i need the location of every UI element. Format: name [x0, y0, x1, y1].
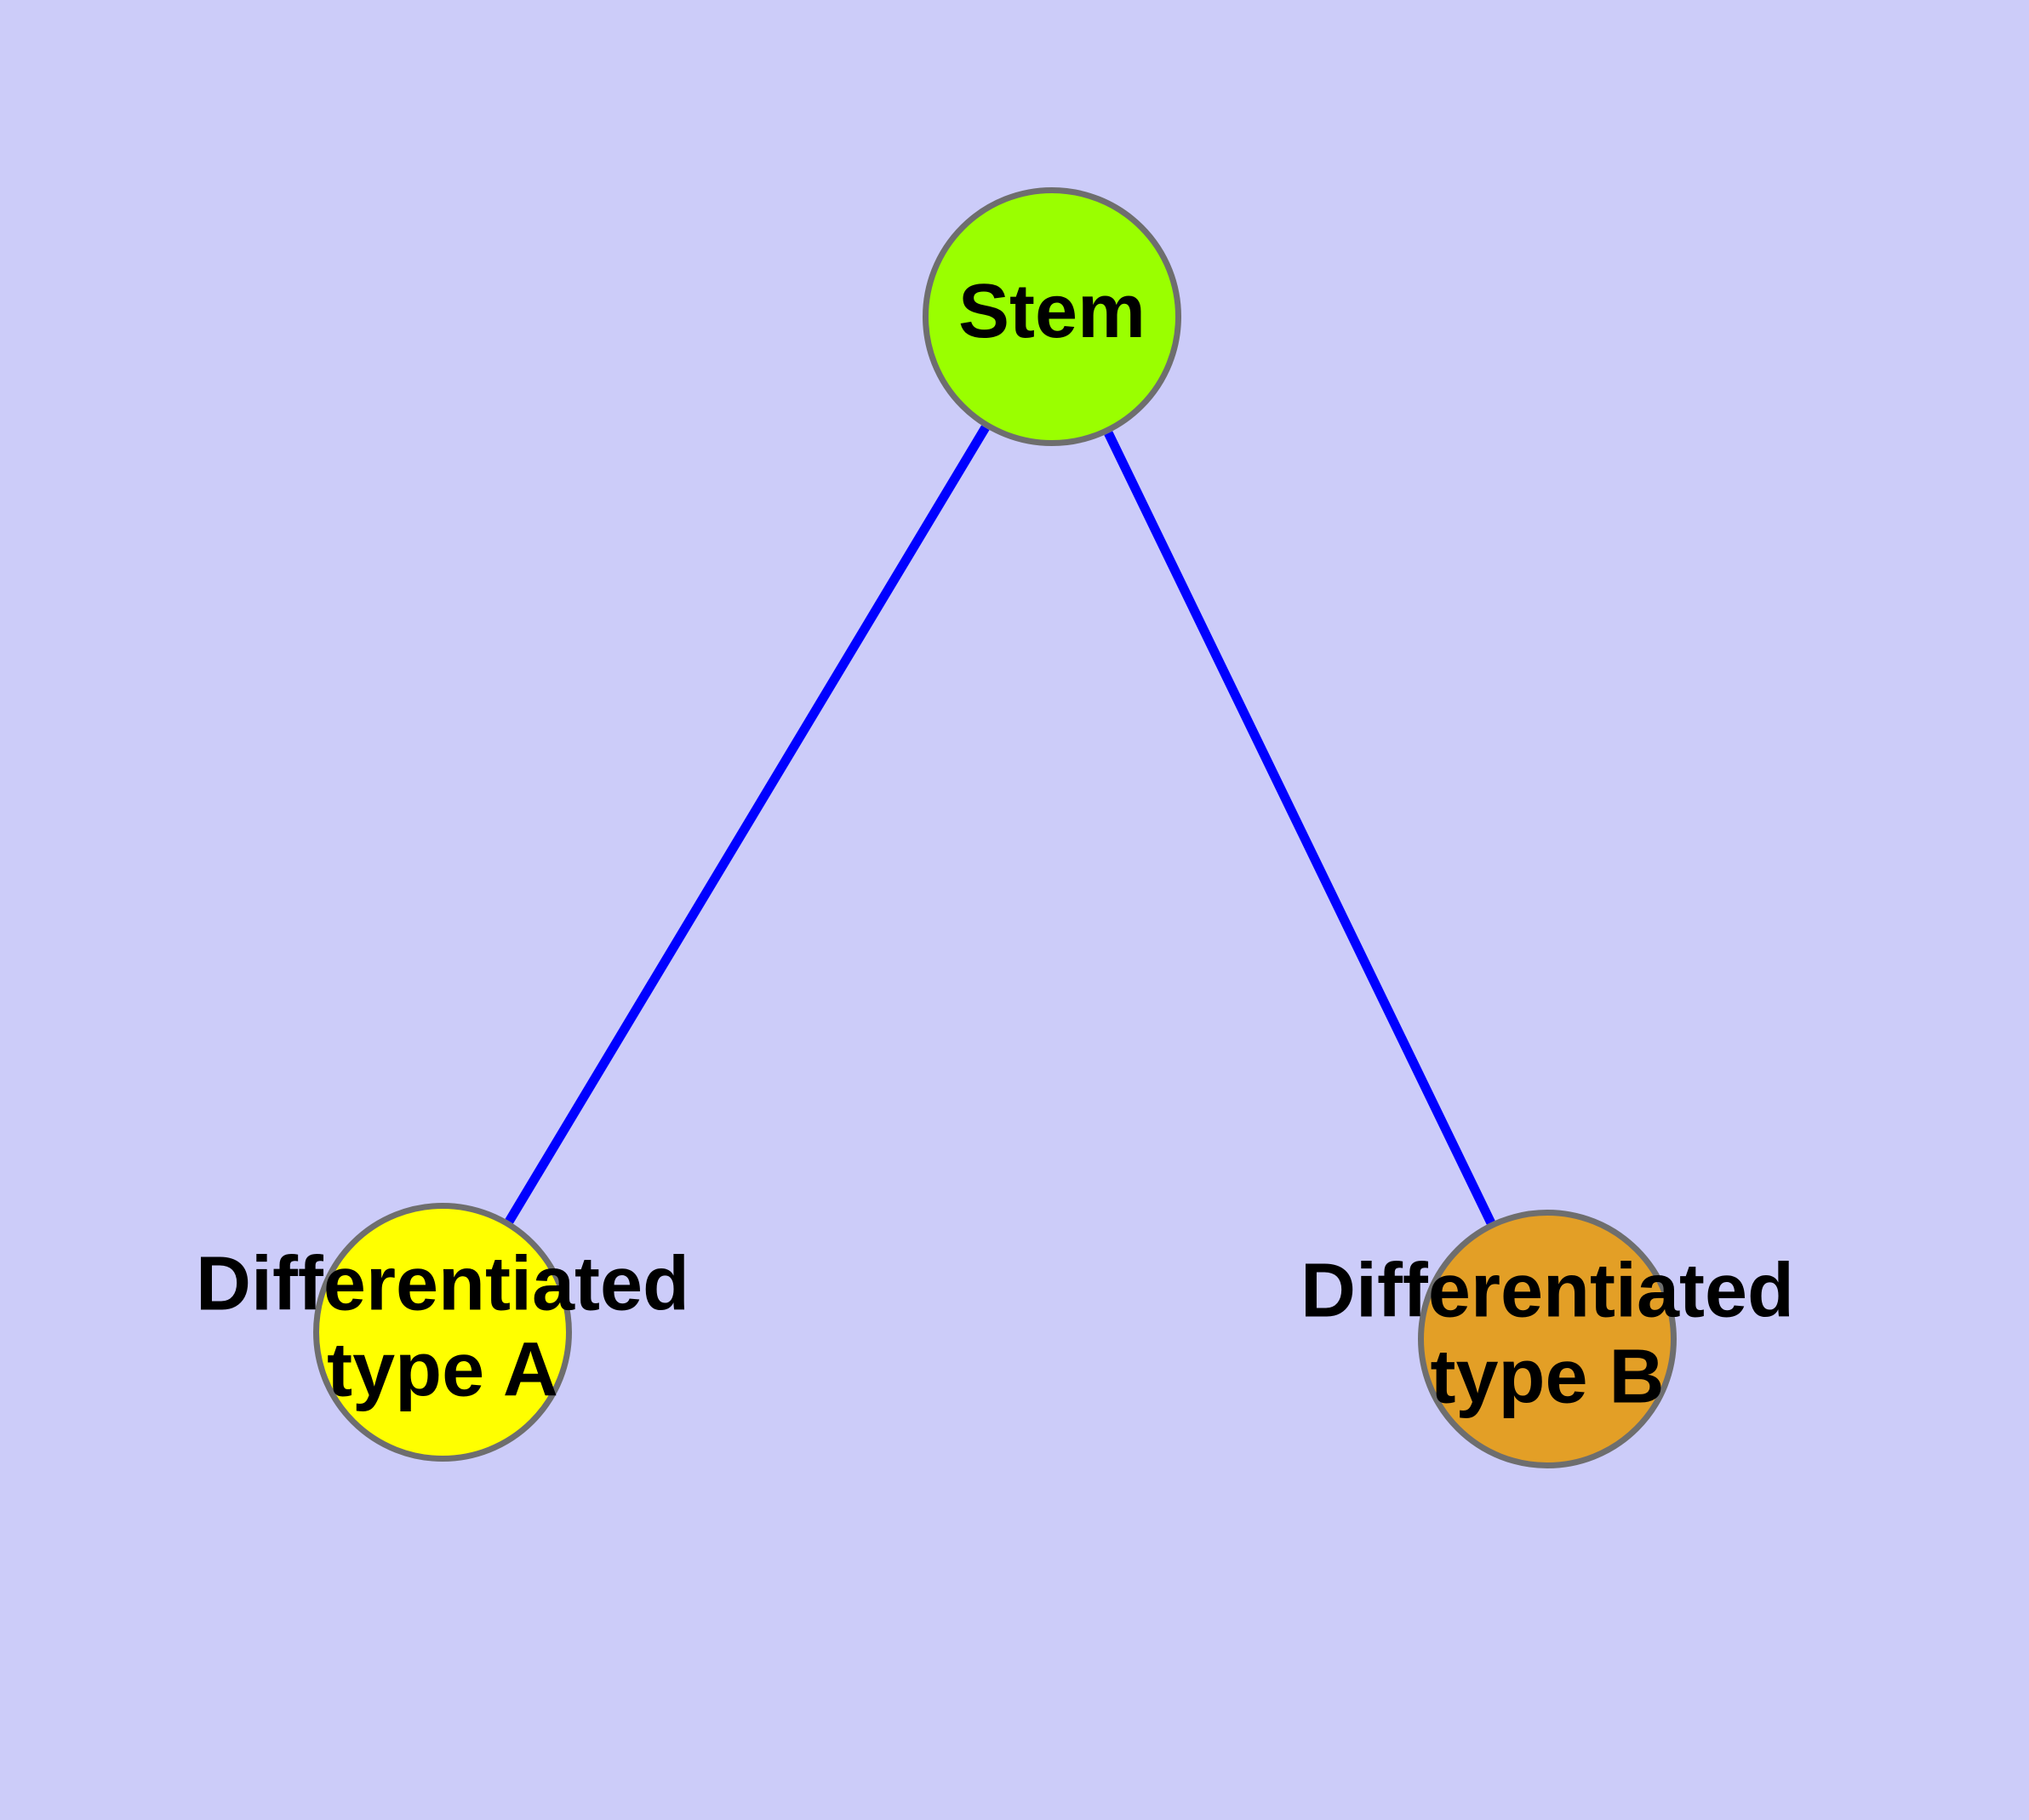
node-label-line: Differentiated — [196, 1241, 689, 1326]
edge-stem-to-diff_a — [505, 425, 990, 1224]
node-label-line: Stem — [958, 269, 1146, 354]
node-diff_a[interactable] — [313, 1203, 572, 1462]
node-stem[interactable] — [923, 187, 1181, 446]
node-label-stem: Stem — [958, 269, 1146, 354]
node-label-line: type B — [1430, 1334, 1664, 1419]
edge-stem-to-diff_b — [1104, 431, 1495, 1225]
node-label-line: type A — [327, 1327, 558, 1412]
nodes-layer — [313, 187, 1677, 1468]
node-diff_b[interactable] — [1418, 1210, 1677, 1468]
edges-layer — [505, 425, 1495, 1225]
node-label-line: Differentiated — [1300, 1248, 1794, 1333]
